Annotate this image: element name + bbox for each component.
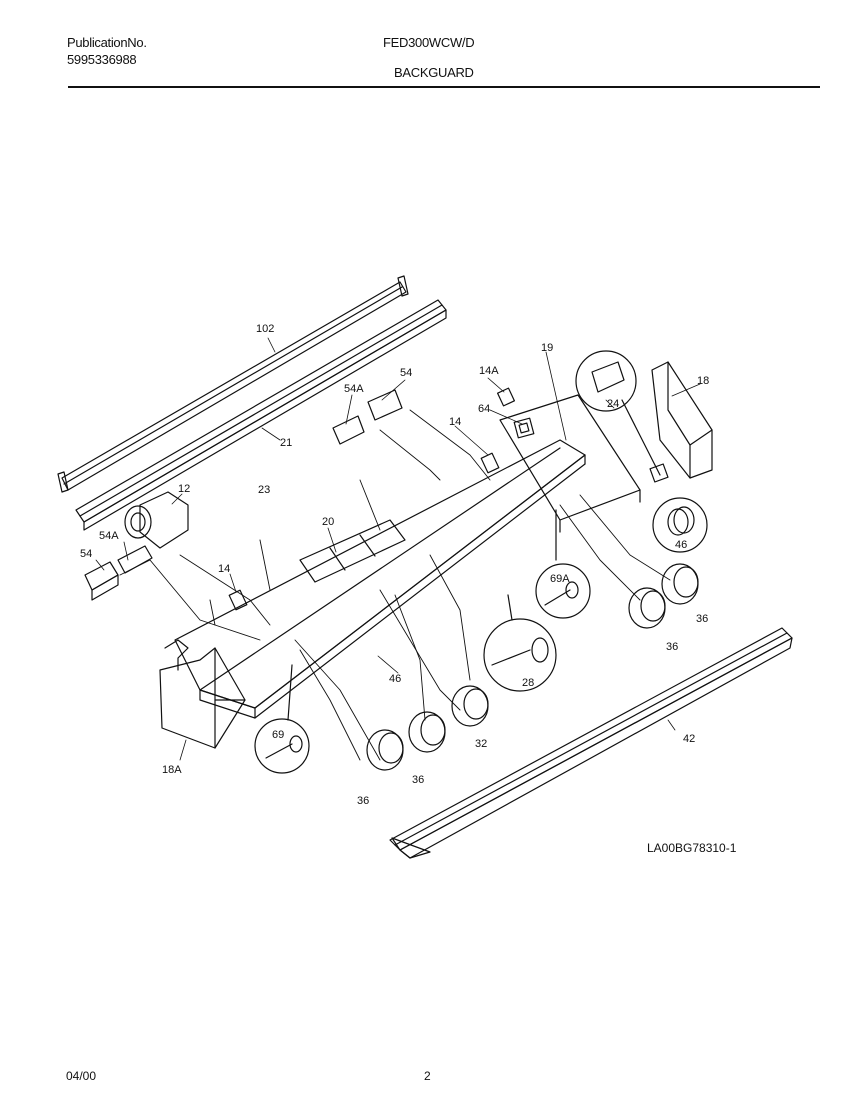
callout-14A: 14A [479, 365, 499, 377]
part-18-right-end-cap [651, 361, 713, 479]
wiring-harness [119, 409, 671, 761]
drawing-id: LA00BG78310-1 [647, 841, 737, 855]
part-36-knob-left [366, 729, 404, 771]
part-46-knob-inset [652, 497, 708, 553]
callout-21: 21 [280, 437, 292, 449]
header-rule [68, 86, 820, 88]
part-19-control-bracket [499, 394, 641, 533]
callout-54A-top: 54A [344, 383, 364, 395]
callout-102: 102 [256, 323, 274, 335]
callout-12: 12 [178, 483, 190, 495]
callout-46-center: 46 [389, 673, 401, 685]
footer-date: 04/00 [66, 1069, 97, 1083]
publication-label: PublicationNo. [67, 35, 147, 50]
callout-46-right: 46 [675, 539, 687, 551]
part-64-indicator [513, 417, 535, 439]
part-54A-switch-left [117, 545, 153, 574]
part-14A-terminal [497, 387, 515, 407]
callout-18A: 18A [162, 764, 182, 776]
callout-14-top: 14 [449, 416, 461, 428]
part-12-clock-housing [124, 491, 189, 549]
part-42-front-trim [389, 627, 793, 859]
part-18A-left-end-cap [159, 639, 246, 749]
part-36-knob-right [628, 587, 666, 629]
model-number: FED300WCW/D [383, 35, 475, 50]
callout-32: 32 [475, 738, 487, 750]
callout-64: 64 [478, 403, 490, 415]
part-102-trim-strip [57, 275, 409, 493]
callout-20: 20 [322, 516, 334, 528]
part-32-knob [451, 685, 489, 727]
callout-36-right: 36 [666, 641, 678, 653]
callout-54A-left: 54A [99, 530, 119, 542]
part-69-screw-inset [254, 664, 310, 774]
callout-19: 19 [541, 342, 553, 354]
callout-54-left: 54 [80, 548, 92, 560]
part-54-switch-top [367, 389, 403, 421]
part-28-inset [483, 594, 557, 692]
callout-36-left: 36 [357, 795, 369, 807]
callout-28: 28 [522, 677, 534, 689]
leader-lines [95, 337, 701, 761]
part-69A-screw-inset [535, 509, 591, 619]
callout-69: 69 [272, 729, 284, 741]
part-54-switch-left [84, 561, 119, 601]
callout-69A: 69A [550, 573, 570, 585]
part-14-terminal-left [228, 589, 248, 611]
callout-18: 18 [697, 375, 709, 387]
part-21-channel [75, 299, 447, 531]
callout-24: 24 [607, 398, 619, 410]
part-23-backguard-panel [174, 439, 586, 719]
callout-36-right-top: 36 [696, 613, 708, 625]
part-54A-switch-top [332, 415, 365, 445]
part-36-knob-center [408, 711, 446, 753]
callout-42: 42 [683, 733, 695, 745]
callout-23: 23 [258, 484, 270, 496]
section-title: BACKGUARD [394, 65, 474, 80]
part-14-terminal-top [480, 452, 500, 474]
callout-36-center: 36 [412, 774, 424, 786]
callout-14-left: 14 [218, 563, 230, 575]
part-24-display-inset [575, 350, 669, 483]
callout-labels: 102 21 12 23 54A 54 14A 19 18 64 14 24 2… [80, 323, 709, 807]
part-36-knob-right-top [661, 563, 699, 605]
callout-54-top: 54 [400, 367, 412, 379]
publication-number: 5995336988 [67, 52, 137, 67]
part-20-control-module [299, 519, 406, 583]
footer-page-number: 2 [424, 1069, 431, 1083]
